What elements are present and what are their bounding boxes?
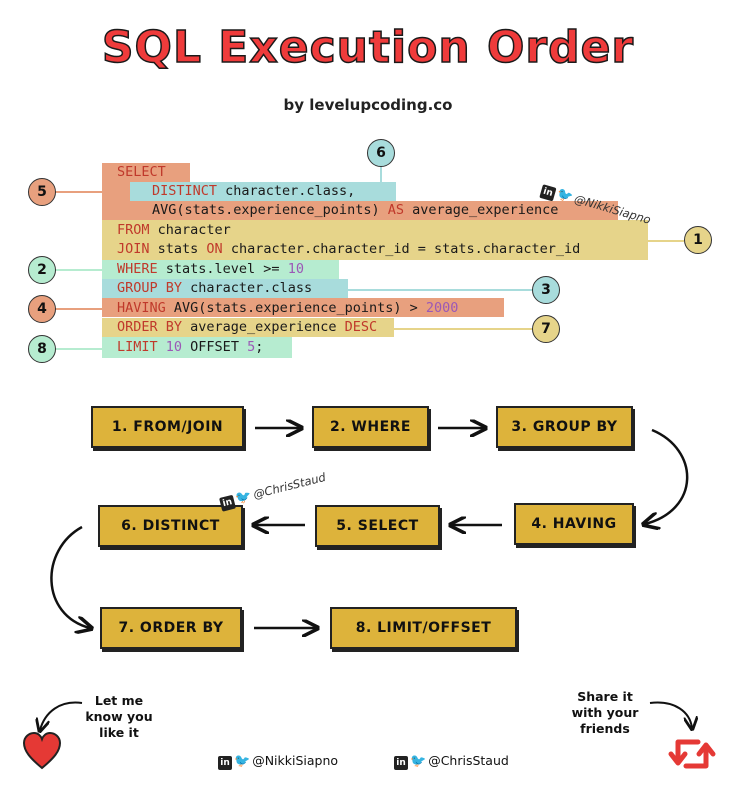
arrow-6-to-7 (50, 525, 90, 628)
code-token: WHERE (117, 261, 158, 277)
flow-step-group-by: 3. GROUP BY (496, 406, 633, 448)
flow-step-having: 4. HAVING (514, 503, 634, 545)
code-token: GROUP BY (117, 280, 183, 296)
connector-5 (54, 191, 102, 193)
code-token: average_experience (182, 319, 345, 335)
footer-handle-nikki-text[interactable]: @NikkiSiapno (252, 753, 339, 768)
twitter-icon: 🐦 (234, 488, 254, 507)
code-token: average_experience (403, 202, 559, 218)
highlight-limit (102, 337, 292, 358)
code-token: JOIN (117, 241, 150, 257)
code-token: LIMIT (117, 339, 158, 355)
flow-step-distinct: 6. DISTINCT (98, 505, 243, 547)
connector-7 (394, 328, 532, 330)
footer-handle-nikki[interactable]: in🐦@NikkiSiapno (218, 750, 338, 770)
note-share-it: Share it with your friends (571, 689, 639, 736)
code-token: character.class (182, 280, 313, 296)
highlight-distinct (130, 182, 396, 201)
step-badge-5: 5 (28, 178, 56, 206)
code-token: AVG(stats.experience_points) (152, 202, 388, 218)
code-token: character.class, (217, 183, 356, 199)
code-token: FROM (117, 222, 150, 238)
code-line-avg: AVG(stats.experience_points) AS average_… (152, 201, 558, 220)
flow-step-select: 5. SELECT (315, 505, 440, 547)
connector-2 (54, 269, 102, 271)
code-token: 5 (247, 339, 256, 355)
note-arrow-right (649, 701, 692, 728)
code-token: 10 (287, 261, 304, 277)
linkedin-icon[interactable]: in (394, 756, 408, 770)
code-token: OFFSET (182, 339, 248, 355)
code-token: SELECT (117, 164, 166, 180)
step-badge-7: 7 (532, 315, 560, 343)
twitter-icon[interactable]: 🐦 (234, 754, 251, 769)
code-token: HAVING (117, 300, 166, 316)
code-line-distinct: DISTINCT character.class, (152, 182, 355, 201)
linkedin-icon[interactable]: in (218, 756, 232, 770)
code-line-select: SELECT (117, 163, 166, 182)
step-badge-2: 2 (28, 256, 56, 284)
connector-3 (348, 289, 532, 291)
highlight-where (102, 260, 339, 279)
code-line-join: JOIN stats ON character.character_id = s… (117, 240, 580, 259)
flow-step-from-join: 1. FROM/JOIN (91, 406, 244, 448)
footer-handle-chris[interactable]: in🐦@ChrisStaud (394, 750, 509, 770)
code-token: stats.level >= (157, 261, 288, 277)
code-line-having: HAVING AVG(stats.experience_points) > 20… (117, 299, 458, 318)
code-token: 10 (165, 339, 183, 355)
code-line-where: WHERE stats.level >= 10 (117, 260, 304, 279)
footer-handle-chris-text[interactable]: @ChrisStaud (428, 753, 509, 768)
code-line-groupby: GROUP BY character.class (117, 279, 312, 298)
page-subtitle: by levelupcoding.co (283, 96, 453, 114)
connector-8 (54, 348, 102, 350)
step-badge-1: 1 (684, 226, 712, 254)
note-arrow-left (40, 701, 83, 730)
step-badge-4: 4 (28, 295, 56, 323)
code-token: DISTINCT (152, 183, 218, 199)
highlight-orderby (102, 318, 394, 337)
connector-4 (54, 308, 102, 310)
arrow-3-to-4 (645, 428, 689, 524)
code-line-from: FROM character (117, 221, 231, 240)
heart-icon[interactable] (22, 732, 62, 770)
code-line-orderby: ORDER BY average_experience DESC (117, 318, 377, 337)
step-badge-8: 8 (28, 335, 56, 363)
code-token: AVG(stats.experience_points) > (165, 300, 426, 316)
step-badge-6: 6 (367, 139, 395, 167)
retweet-icon[interactable] (668, 734, 716, 774)
highlight-select-block (102, 182, 130, 201)
highlight-having (102, 298, 504, 317)
flow-step-order-by: 7. ORDER BY (100, 607, 242, 649)
step-badge-3: 3 (532, 276, 560, 304)
twitter-icon[interactable]: 🐦 (410, 754, 427, 769)
code-token: DESC (344, 319, 378, 335)
code-token: ORDER BY (117, 319, 183, 335)
code-token: ON (206, 241, 223, 257)
code-token: character (149, 222, 231, 238)
note-let-me-know: Let me know you like it (85, 693, 153, 740)
code-token: ; (255, 339, 264, 355)
code-token: character.character_id = stats.character… (222, 241, 581, 257)
highlight-avg (102, 201, 618, 220)
flow-step-limit-offset: 8. LIMIT/OFFSET (330, 607, 517, 649)
page-title: SQL Execution Order (101, 21, 635, 74)
connector-1 (648, 240, 684, 242)
highlight-groupby (102, 279, 348, 298)
highlight-select (102, 163, 190, 182)
code-token: stats (149, 241, 207, 257)
code-token: AS (387, 202, 404, 218)
code-token: 2000 (425, 300, 459, 316)
flow-step-where: 2. WHERE (312, 406, 429, 448)
code-line-limit: LIMIT 10 OFFSET 5; (117, 338, 263, 357)
connector-6 (380, 165, 382, 183)
highlight-from (102, 220, 648, 260)
